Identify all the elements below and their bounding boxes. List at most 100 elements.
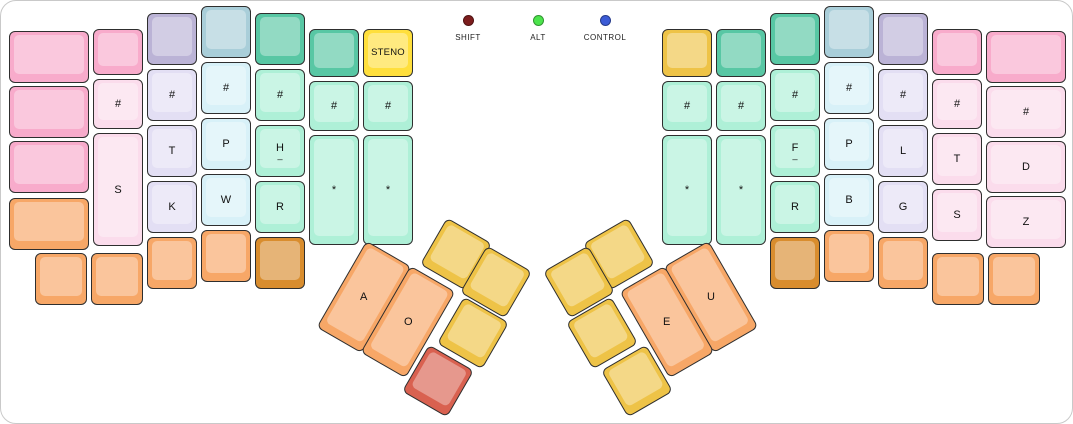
key-sublabel: _ (277, 150, 283, 160)
key-t-left[interactable]: T (147, 125, 197, 177)
key-p-right[interactable]: P (824, 118, 874, 170)
key-label: # (168, 89, 176, 101)
key-hash-right-outer[interactable]: # (986, 86, 1066, 138)
key-hash-left-col3[interactable]: # (147, 69, 197, 121)
key-hash-left-pinky[interactable]: # (93, 79, 143, 129)
key-g[interactable]: G (878, 181, 928, 233)
indicator-alt: ALT (503, 15, 573, 42)
key-z[interactable]: Z (986, 196, 1066, 248)
key-steno[interactable]: STENO (363, 29, 413, 77)
key-left-bottom-4[interactable] (201, 230, 251, 282)
key-f[interactable]: F_ (770, 125, 820, 177)
key-label: * (385, 184, 391, 196)
key-hash-right-pinky[interactable]: # (932, 79, 982, 129)
key-star-left-2[interactable]: * (363, 135, 413, 245)
key-r-right[interactable]: R (770, 181, 820, 233)
key-hash-left-col7[interactable]: # (363, 81, 413, 131)
key-label: * (738, 184, 744, 196)
key-right-col3-top[interactable] (878, 13, 928, 65)
key-left-pinky-top[interactable] (93, 29, 143, 75)
key-left-outer-r1[interactable] (9, 31, 89, 83)
key-right-bottom-4[interactable] (932, 253, 984, 305)
key-hash-right-col3[interactable]: # (878, 69, 928, 121)
key-t-right[interactable]: T (932, 133, 982, 185)
alt-indicator-label: ALT (530, 33, 546, 42)
key-hash-left-col5[interactable]: # (255, 69, 305, 121)
key-b[interactable]: B (824, 174, 874, 226)
key-left-bottom-1[interactable] (35, 253, 87, 305)
indicator-shift: SHIFT (433, 15, 503, 42)
key-label: U (707, 291, 715, 304)
key-label: # (737, 100, 745, 112)
key-hash-right-col6[interactable]: # (716, 81, 766, 131)
key-label: O (403, 316, 413, 328)
key-label: T (953, 153, 961, 165)
key-right-col5-top[interactable] (770, 13, 820, 65)
key-label: Z (1022, 216, 1030, 228)
key-label: # (791, 89, 799, 101)
key-label: * (684, 184, 690, 196)
key-left-outer-r4[interactable] (9, 198, 89, 250)
key-right-bottom-1[interactable] (770, 237, 820, 289)
control-indicator-dot (599, 15, 611, 26)
key-label: S (953, 209, 961, 221)
key-label: # (222, 82, 230, 94)
key-star-right-2[interactable]: * (716, 135, 766, 245)
shift-indicator-label: SHIFT (455, 33, 481, 42)
key-k[interactable]: K (147, 181, 197, 233)
key-hash-right-col7[interactable]: # (662, 81, 712, 131)
key-hash-left-col6[interactable]: # (309, 81, 359, 131)
key-left-col3-top[interactable] (147, 13, 197, 65)
key-left-col6-top[interactable] (309, 29, 359, 77)
key-label: R (791, 201, 799, 213)
key-label: * (331, 184, 337, 196)
key-label: R (276, 201, 284, 213)
key-left-bottom-2[interactable] (91, 253, 143, 305)
key-s-right[interactable]: S (932, 189, 982, 241)
key-w[interactable]: W (201, 174, 251, 226)
key-right-outer-r1[interactable] (986, 31, 1066, 83)
key-label: # (953, 98, 961, 110)
key-left-bottom-5[interactable] (255, 237, 305, 289)
key-hash-right-col5[interactable]: # (770, 69, 820, 121)
key-right-bottom-3[interactable] (878, 237, 928, 289)
key-label: # (114, 98, 122, 110)
key-left-col5-top[interactable] (255, 13, 305, 65)
key-label: # (845, 82, 853, 94)
alt-indicator-dot (532, 15, 544, 26)
key-label: D (1022, 161, 1030, 173)
key-label: E (663, 316, 671, 328)
key-label: A (360, 291, 368, 303)
key-s-left[interactable]: S (93, 133, 143, 246)
modifier-indicators: SHIFT ALT CONTROL (1, 1, 1072, 61)
key-right-bottom-5[interactable] (988, 253, 1040, 305)
key-right-col7-top[interactable] (662, 29, 712, 77)
key-label: S (114, 183, 122, 196)
key-d[interactable]: D (986, 141, 1066, 193)
key-label: H (276, 142, 284, 154)
key-label: STENO (371, 47, 405, 58)
key-right-bottom-2[interactable] (824, 230, 874, 282)
key-l[interactable]: L (878, 125, 928, 177)
indicator-control: CONTROL (570, 15, 640, 42)
key-star-right-1[interactable]: * (662, 135, 712, 245)
key-left-col4-top[interactable] (201, 6, 251, 58)
key-label: # (384, 100, 392, 112)
key-label: P (222, 138, 230, 150)
key-right-pinky-top[interactable] (932, 29, 982, 75)
key-label: # (683, 100, 691, 112)
key-right-col4-top[interactable] (824, 6, 874, 58)
control-indicator-label: CONTROL (583, 33, 627, 42)
key-left-bottom-3[interactable] (147, 237, 197, 289)
key-hash-right-col4[interactable]: # (824, 62, 874, 114)
key-left-outer-r2[interactable] (9, 86, 89, 138)
key-h[interactable]: H_ (255, 125, 305, 177)
key-sublabel: _ (792, 150, 798, 160)
key-left-outer-r3[interactable] (9, 141, 89, 193)
key-hash-left-col4[interactable]: # (201, 62, 251, 114)
key-p-left[interactable]: P (201, 118, 251, 170)
key-right-col6-top[interactable] (716, 29, 766, 77)
key-r-left[interactable]: R (255, 181, 305, 233)
key-star-left-1[interactable]: * (309, 135, 359, 245)
